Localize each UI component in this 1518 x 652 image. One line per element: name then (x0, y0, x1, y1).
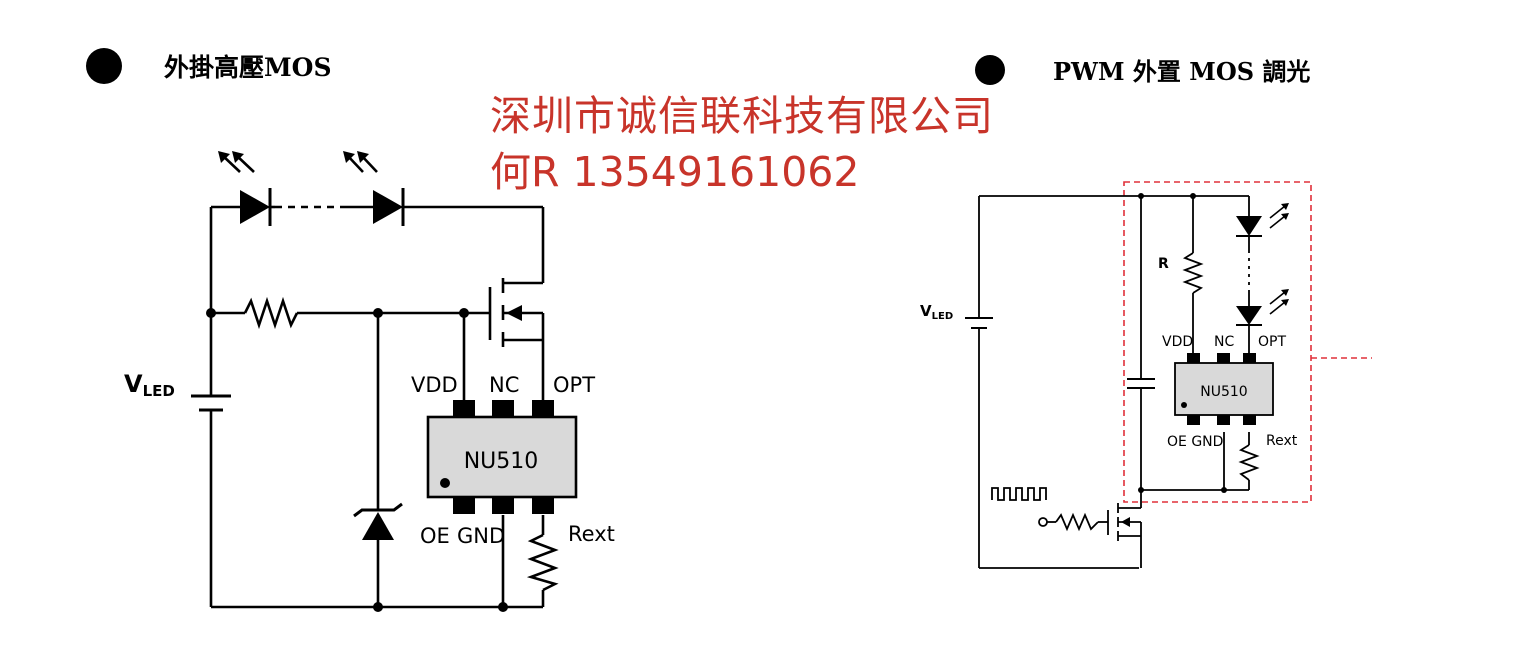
pin-opt-label: OPT (1258, 334, 1286, 350)
right-heading-text: PWM 外置 MOS 調光 (1053, 57, 1311, 86)
watermark-contact: 何R 13549161062 (490, 148, 860, 196)
right-circuit: NU510 R VDD NC OPT OE GND Rext VLED (920, 181, 1372, 569)
pin-oe-gnd-label: OE GND (1167, 434, 1223, 450)
input-terminal-icon (1038, 517, 1048, 527)
pin-vdd-label: VDD (411, 373, 458, 397)
left-heading: 外掛高壓MOS (86, 48, 332, 84)
right-heading: PWM 外置 MOS 調光 (975, 52, 1310, 87)
chip-label: NU510 (464, 449, 539, 474)
bullet-icon (975, 54, 1005, 85)
chip-label: NU510 (1200, 384, 1247, 400)
resistor-icon (243, 296, 299, 330)
led-icon (240, 190, 270, 224)
watermark-company: 深圳市诚信联科技有限公司 (490, 92, 994, 140)
resistor-r-icon (1182, 252, 1204, 294)
bullet-icon (86, 48, 122, 84)
chip-nu510: NU510 (1174, 353, 1274, 425)
rext-label: Rext (568, 522, 615, 546)
pin-nc-label: NC (489, 373, 519, 397)
vled-label: VLED (920, 302, 953, 322)
mosfet-arrow-icon (1121, 517, 1130, 527)
pin-oe-label: OE (420, 524, 450, 548)
rext-resistor-icon (1238, 444, 1260, 481)
zener-diode-icon (362, 512, 394, 540)
left-heading-text: 外掛高壓MOS (164, 53, 332, 82)
chip-nu510: NU510 (426, 400, 578, 514)
light-arrows-icon (1269, 205, 1286, 315)
led-icon (373, 190, 403, 224)
resistor-r-label: R (1158, 256, 1169, 272)
left-circuit: NU510 VDD NC OPT OE GND Rext VLED (124, 151, 615, 612)
gate-resistor-icon (1055, 512, 1099, 532)
rext-resistor-icon (526, 533, 559, 592)
led-icon (1236, 216, 1262, 236)
light-arrows-icon (221, 154, 378, 173)
pin-opt-label: OPT (553, 373, 595, 397)
pin-gnd-label: GND (457, 524, 505, 548)
mosfet-arrow-icon (506, 305, 522, 321)
led-icon (1236, 306, 1262, 325)
rext-label: Rext (1266, 433, 1298, 449)
highlight-box (1123, 181, 1312, 503)
pin-vdd-label: VDD (1162, 334, 1193, 350)
pwm-wave-icon (991, 487, 1047, 501)
vled-label: VLED (124, 370, 175, 400)
pin-nc-label: NC (1214, 334, 1234, 350)
